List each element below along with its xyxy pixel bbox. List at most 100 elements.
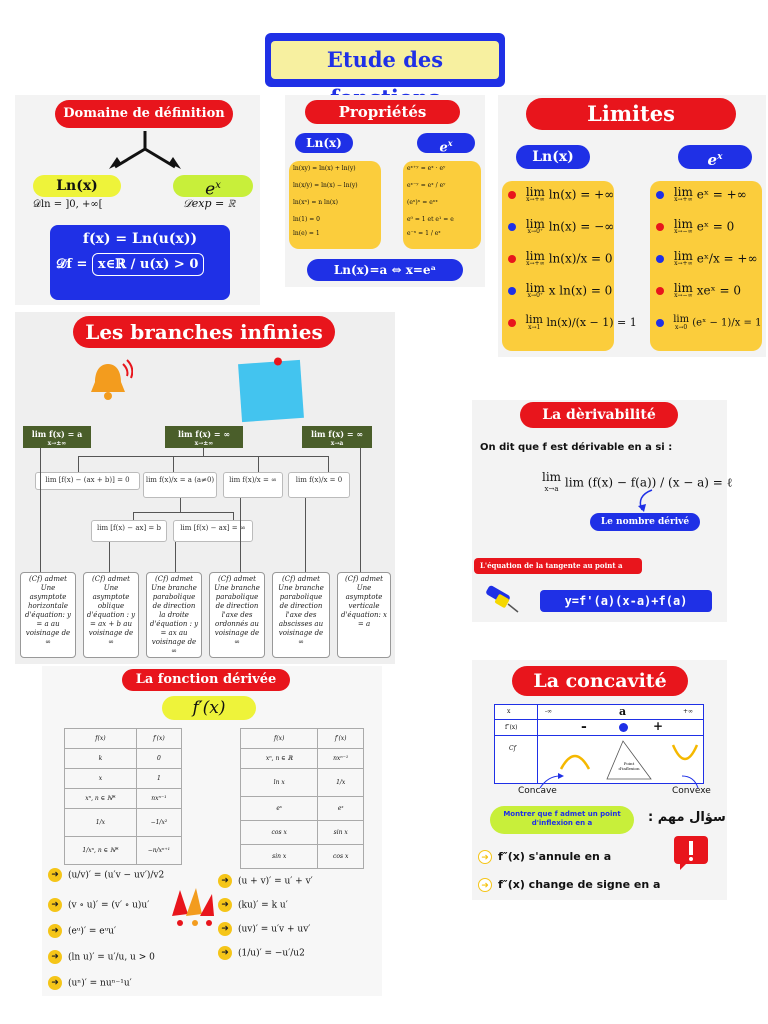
ln-rule: ln(x/y) = ln(x) − ln(y) — [293, 182, 358, 189]
x-minus-inf: -∞ — [545, 708, 553, 715]
exp-limit-expr: (eˣ − 1)/x = 1 — [692, 317, 762, 329]
derivabilite-intro: On dit que f est dérivable en a si : — [480, 442, 673, 453]
convexe-label: Convexe — [672, 786, 711, 796]
pin-icon — [273, 357, 283, 366]
branch-top-mid: lim f(x) = ∞x→±∞ — [165, 426, 243, 448]
concave-arrow-icon — [539, 773, 564, 789]
exclamation-burst-icon — [172, 888, 214, 926]
arrow-right-icon: ➜ — [218, 898, 232, 912]
branch-conclusion: (Cf) admet Une asymptote horizontale d'é… — [20, 572, 76, 658]
split-arrow-icon — [109, 131, 181, 169]
exp-rule: e⁻ˣ = 1 / eˣ — [407, 230, 441, 237]
ln-limit-expr: x ln(x) = 0 — [548, 283, 613, 298]
table-row: 1/xⁿ, n ∈ ℕ*−n/xⁿ⁺¹ — [64, 836, 183, 865]
branch-mid-1: lim [f(x) − (ax + b)] = 0 — [35, 472, 140, 490]
branches-title: Les branches infinies — [73, 316, 335, 348]
derivabilite-panel: La dèrivabilité On dit que f est dérivab… — [472, 400, 732, 622]
arrow-right-icon: ➜ — [218, 922, 232, 936]
branch-low-1: lim [f(x) − ax] = b — [91, 520, 167, 542]
branch-conclusion: (Cf) admet Une branche parabolique de di… — [209, 572, 265, 658]
table-row: f(x)f′(x) — [64, 728, 183, 749]
exp-limit-expr: eˣ = 0 — [696, 219, 735, 234]
proprietes-ln-label: Ln(x) — [295, 133, 353, 153]
important-label: سؤال مهم : — [648, 810, 726, 825]
table-row: xⁿ, n ∈ ℕ*nxⁿ⁻¹ — [64, 788, 183, 809]
exp-rule: eˣ⁺ʸ = eˣ · eʸ — [407, 165, 446, 172]
pushpin-icon — [486, 585, 519, 613]
question-box: Montrer que f admet un point d'inflexion… — [490, 806, 634, 834]
condition-1: ➜f″(x) s'annule en a — [478, 850, 611, 864]
proprietes-equivalence: Ln(x)=a ⇔ x=eᵃ — [307, 259, 463, 281]
pointer-arrow-icon — [638, 489, 653, 512]
ln-rule: ln(e) = 1 — [293, 230, 320, 237]
domaine-title: Domaine de définition — [55, 100, 233, 128]
domaine-ln-domain: 𝒟ln = ]0, +∞[ — [33, 199, 103, 210]
branch-mid-3: lim f(x)/x = ∞ — [223, 472, 283, 498]
branch-mid-4: lim f(x)/x = 0 — [288, 472, 350, 498]
branch-top-right: lim f(x) = ∞x→a — [302, 426, 372, 448]
table-row: f(x)f′(x) — [239, 728, 364, 749]
proprietes-exp-label: ex — [417, 133, 475, 155]
branch-conclusion: (Cf) admet Une asymptote oblique d'équat… — [83, 572, 139, 658]
arrow-right-icon: ➜ — [478, 878, 492, 892]
ln-rule: ln(xⁿ) = n ln(x) — [293, 199, 338, 206]
domaine-exp-label: ex — [173, 175, 253, 200]
tangente-label: L'équation de la tangente au point a — [474, 558, 642, 574]
inflexion-dot-icon — [619, 723, 628, 732]
fderivee-title: La fonction dérivée — [122, 669, 290, 691]
derivabilite-title: La dèrivabilité — [520, 402, 678, 428]
tangente-equation: y=f'(a)(x-a)+f(a) — [540, 590, 712, 612]
concavite-panel: La concavité x -∞ a +∞ f″(x) - + Cf Poin… — [472, 660, 727, 900]
domaine-exp-domain: 𝒟exp = ℝ — [183, 197, 236, 210]
concave-label: Concave — [518, 786, 557, 796]
arrow-right-icon: ➜ — [218, 946, 232, 960]
convexe-arrow-icon — [681, 775, 699, 789]
page-title: Etude des fonctions — [271, 41, 499, 110]
sign-minus: - — [581, 719, 587, 735]
rule-right: ➜(1/u)′ = −u′/u2 — [218, 946, 305, 960]
ln-limit-expr: ln(x)/(x − 1) = 1 — [546, 316, 637, 329]
rule-left: ➜(v ∘ u)′ = (v′ ∘ u)u′ — [48, 898, 149, 912]
sign-plus: + — [653, 719, 664, 733]
domaine-box-set: x∈ℝ / u(x) > 0 — [91, 253, 205, 276]
branch-conclusion: (Cf) admet Une asymptote verticale d'équ… — [337, 572, 391, 658]
exp-limit-expr: eˣ/x = +∞ — [696, 251, 758, 266]
proprietes-panel: Propriétés Ln(x) ex ln(xy) = ln(x) + ln(… — [285, 95, 485, 287]
proprietes-ln-rules: ln(xy) = ln(x) + ln(y) ln(x/y) = ln(x) −… — [289, 161, 381, 249]
x-a-value: a — [619, 705, 627, 718]
exp-limit-expr: xeˣ = 0 — [696, 283, 741, 298]
rule-left: ➜(eᵘ)′ = eᵘu′ — [48, 924, 116, 938]
arrow-right-icon: ➜ — [48, 868, 62, 882]
branch-conclusion: (Cf) admet Une branche parabolique de di… — [272, 572, 330, 658]
fderivee-fprime: f′(x) — [162, 696, 256, 720]
bell-icon — [91, 359, 133, 400]
domaine-box: f(x) = Ln(u(x)) 𝒟f = x∈ℝ / u(x) > 0 — [50, 225, 230, 300]
table-row: 1/x−1/x² — [64, 808, 183, 837]
proprietes-title: Propriétés — [305, 100, 460, 124]
branch-low-2: lim [f(x) − ax] = ∞ — [173, 520, 253, 542]
concavity-table: x -∞ a +∞ f″(x) - + Cf Point d'inflexion — [494, 704, 704, 784]
arrow-right-icon: ➜ — [48, 976, 62, 990]
ln-limit-expr: ln(x) = −∞ — [548, 219, 615, 234]
branch-mid-2: lim f(x)/x = a (a≠0) — [143, 472, 217, 498]
ln-rule: ln(1) = 0 — [293, 216, 320, 223]
arrow-right-icon: ➜ — [478, 850, 492, 864]
arrow-right-icon: ➜ — [48, 924, 62, 938]
arrow-right-icon: ➜ — [218, 874, 232, 888]
page-title-box: Etude des fonctions — [265, 33, 505, 110]
domaine-box-prefix: 𝒟f = — [56, 257, 88, 272]
